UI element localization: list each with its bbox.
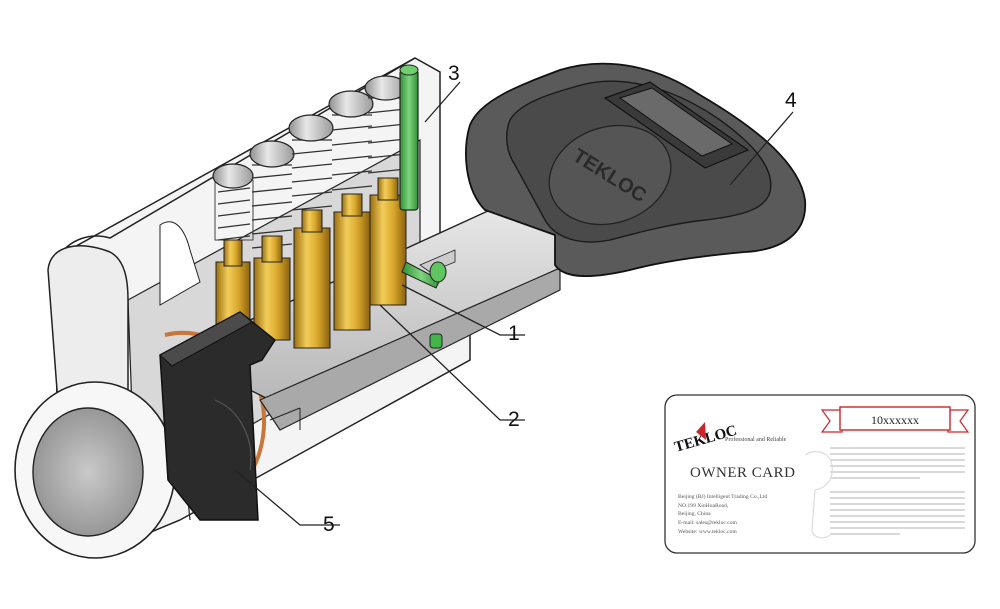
key-head: TEKLOC	[465, 62, 806, 278]
pin-stack-3	[288, 114, 334, 349]
cylinder-front-face	[14, 381, 191, 559]
green-side-pins	[399, 64, 447, 349]
card-code: 10xxxxxx	[871, 413, 919, 427]
callout-2: 2	[508, 408, 520, 431]
card-fine-print	[830, 447, 965, 535]
callout-4: 4	[785, 89, 797, 112]
pin-stack-5	[364, 75, 408, 306]
callout-1: 1	[508, 322, 520, 345]
card-watermark-icon	[804, 451, 833, 539]
pin-stacks	[212, 75, 408, 349]
card-tagline: Professional and Reliable	[725, 436, 787, 443]
leader-lines	[234, 81, 794, 526]
card-title: OWNER CARD	[690, 465, 795, 481]
owner-card: TEKLOC Professional and Reliable 10xxxxx…	[664, 394, 976, 554]
card-company-line-5: Website: www.tekloc.com	[678, 529, 737, 535]
card-company-line-4: E-mail: sales@tekloc.com	[678, 520, 738, 526]
card-company-line-1: Beijing (BJ) Intelligent Trading Co.,Ltd	[678, 493, 767, 500]
cam-lever	[159, 311, 276, 521]
pin-stack-2	[249, 140, 295, 341]
callout-3: 3	[448, 62, 460, 85]
card-company-line-3: Beijing, China	[678, 511, 711, 517]
card-company-block: Beijing (BJ) Intelligent Trading Co.,Ltd…	[678, 493, 767, 535]
card-code-ribbon: 10xxxxxx	[820, 406, 970, 433]
card-company-line-2: NO.199 XinHuaRoad,	[678, 503, 729, 509]
callout-5: 5	[323, 513, 335, 536]
